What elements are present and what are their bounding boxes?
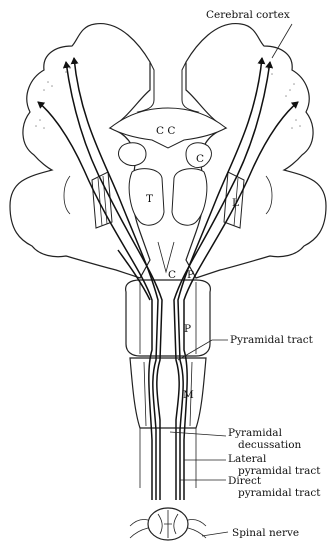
label-medulla: M (183, 389, 194, 401)
label-corpus-callosum: C C (156, 125, 175, 137)
caudate-left (119, 143, 146, 166)
label-direct-1: Direct (228, 475, 262, 487)
label-spinal-nerve: Spinal nerve (232, 527, 299, 539)
label-caudate: C (196, 153, 204, 165)
pons (126, 280, 211, 356)
label-lateral-1: Lateral (228, 453, 267, 465)
label-pyramidal-tract: Pyramidal tract (230, 334, 314, 346)
spinal-cord-section (130, 508, 206, 540)
label-cerebral-cortex: Cerebral cortex (206, 9, 290, 21)
label-direct-2: pyramidal tract (238, 487, 321, 499)
label-thalamus: T (146, 193, 153, 205)
label-pons: P (184, 323, 191, 335)
medulla (130, 358, 206, 428)
leader-spinal-nerve (202, 532, 228, 536)
leader-pyramidal-decussation (170, 432, 226, 436)
cerebral-peduncle-v (158, 242, 174, 272)
label-lentiform: L (232, 197, 239, 209)
label-peduncle-c: C (168, 269, 176, 281)
label-peduncle-p: P (187, 269, 194, 281)
label-pyramidal-decussation-2: decussation (238, 439, 302, 451)
label-pyramidal-decussation-1: Pyramidal (228, 427, 283, 439)
